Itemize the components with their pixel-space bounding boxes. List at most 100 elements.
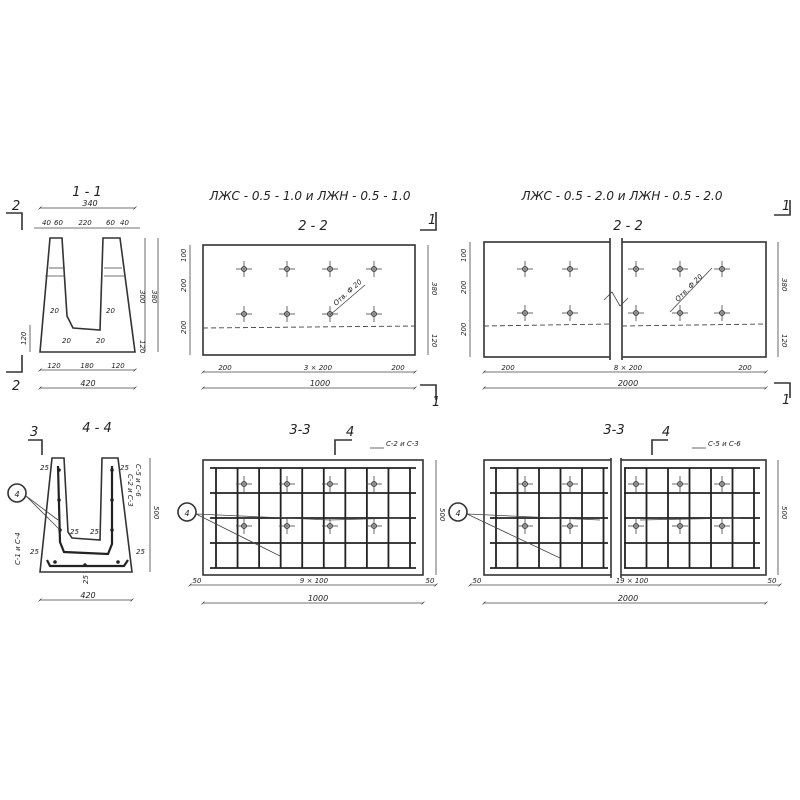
hole-mark <box>366 518 382 534</box>
hole-mark <box>714 476 730 492</box>
hole-mark <box>322 476 338 492</box>
section-4-4-callout <box>7 483 27 503</box>
elev-2-dim-b200b: 200 <box>738 364 752 372</box>
dim-b120a: 120 <box>47 362 61 370</box>
reinf-2-dim-2000: 2000 <box>618 594 638 603</box>
hole-mark <box>236 306 252 322</box>
dim-60a: 60 <box>54 219 63 227</box>
cut-marker-top-label: 2 <box>12 199 20 214</box>
hole-mark <box>366 306 382 322</box>
dim-220: 220 <box>78 219 92 227</box>
hole-mark <box>279 476 295 492</box>
elev-2-dim-200a: 200 <box>460 280 468 294</box>
hole-mark <box>322 261 338 277</box>
hole-mark <box>279 306 295 322</box>
reinf-1-callout-label: 4 <box>184 509 189 518</box>
section-4-4-dim-420: 420 <box>80 591 95 600</box>
elev-1-dim-380: 380 <box>430 282 438 296</box>
section-4-4-outline <box>39 457 133 573</box>
hole-mark <box>562 518 578 534</box>
cut-marker-top <box>6 212 23 230</box>
section-4-4-dim-25c: 25 <box>70 528 79 536</box>
elev-1-dim-1000: 1000 <box>310 379 330 388</box>
hole-mark <box>322 306 338 322</box>
elev-2-outline <box>483 241 767 358</box>
hole-mark <box>517 476 533 492</box>
hole-mark <box>562 261 578 277</box>
reinf-2-dim-50b: 50 <box>768 577 777 585</box>
elev-2-label: 2 - 2 <box>613 219 643 234</box>
section-4-4-right-vertical-2: С-5 и С-6 <box>134 464 142 497</box>
elev-2-cut-bottom <box>774 382 791 398</box>
dim-300: 300 <box>138 290 146 304</box>
reinforcement-3-3-right: 3-3 4 С-5 и С-6 4 500 50 19 × 100 50 200… <box>448 423 788 605</box>
reinf-2-dim-500: 500 <box>780 506 788 520</box>
elev-1-cut-bottom-label: 1 <box>432 395 440 410</box>
elev-1-dim-120: 120 <box>430 334 438 348</box>
reinf-1-dim-50a: 50 <box>193 577 202 585</box>
hole-mark <box>236 476 252 492</box>
section-4-4-callout-label: 4 <box>14 490 19 499</box>
hole-mark <box>714 305 730 321</box>
elevation-2-2-left: 2 - 2 1 1 Отв. Ф 20 100 200 200 380 120 … <box>180 212 440 410</box>
elev-2-dim-2000: 2000 <box>618 379 638 388</box>
reinf-1-label: 3-3 <box>289 423 310 438</box>
elev-2-dim-380: 380 <box>780 278 788 292</box>
elev-1-cut-top <box>420 212 437 231</box>
reinforcement-3-3-left: 3-3 4 С-2 и С-3 4 500 50 9 × 100 50 1000 <box>177 423 446 605</box>
elev-1-label: 2 - 2 <box>298 219 328 234</box>
dim-120r: 120 <box>138 340 146 354</box>
dim-b180: 180 <box>80 362 94 370</box>
hole-mark <box>672 518 688 534</box>
reinf-2-label: 3-3 <box>603 423 624 438</box>
elev-1-dim-b200b: 200 <box>391 364 405 372</box>
elev-2-hole-note: Отв. Ф 20 <box>674 272 705 303</box>
reinf-1-mesh-note: С-2 и С-3 <box>386 440 419 448</box>
elev-2-dim-b8x200: 8 × 200 <box>614 364 643 372</box>
elev-1-dim-b200a: 200 <box>218 364 232 372</box>
hole-mark <box>672 261 688 277</box>
hole-mark <box>236 518 252 534</box>
section-1-1: 1 - 1 2 2 340 40 60 220 60 40 380 300 12… <box>6 185 159 394</box>
dim-120l: 120 <box>20 331 28 345</box>
reinf-1-mesh <box>210 467 416 569</box>
section-4-4-dim-25d: 25 <box>90 528 99 536</box>
section-4-4-rebar-bottom <box>46 559 129 568</box>
hole-mark <box>279 518 295 534</box>
reinf-2-mesh <box>490 467 760 569</box>
elev-1-dim-100: 100 <box>180 248 188 262</box>
hole-mark <box>672 476 688 492</box>
dim-20a: 20 <box>50 307 59 315</box>
elev-2-dim-120: 120 <box>780 334 788 348</box>
dim-20b: 20 <box>62 337 71 345</box>
reinf-1-dim-1000: 1000 <box>308 594 328 603</box>
reinf-2-dim-19x100: 19 × 100 <box>616 577 649 585</box>
dim-40a: 40 <box>42 219 51 227</box>
section-4-4-dim-25f: 25 <box>136 548 145 556</box>
section-4-4-cut-top-label: 3 <box>30 425 38 440</box>
section-4-4-dim-25a: 25 <box>40 464 49 472</box>
reinf-2-cut <box>651 439 668 455</box>
reinf-1-dim-50b: 50 <box>426 577 435 585</box>
hole-mark <box>517 261 533 277</box>
hole-mark <box>714 518 730 534</box>
section-4-4: 4 - 4 3 4 С-1 и С-4 С-2 и С-3 С-5 и С-6 … <box>7 421 160 602</box>
section-4-4-label: 4 - 4 <box>82 421 112 436</box>
reinf-2-cut-label: 4 <box>662 425 670 440</box>
elev-2-holes <box>517 261 730 321</box>
section-4-4-cut-top <box>28 439 43 455</box>
hole-mark <box>628 476 644 492</box>
elev-1-hole-note: Отв. Ф 20 <box>332 278 364 308</box>
dim-420: 420 <box>80 379 95 388</box>
reinf-2-callout-label: 4 <box>455 509 460 518</box>
elev-1-dim-200a: 200 <box>180 278 188 292</box>
hole-mark <box>366 476 382 492</box>
hole-mark <box>517 305 533 321</box>
reinf-2-outline <box>483 459 767 576</box>
hole-mark <box>236 261 252 277</box>
dim-340: 340 <box>82 199 97 208</box>
hole-mark <box>714 261 730 277</box>
hole-mark <box>562 305 578 321</box>
reinf-2-dim-50a: 50 <box>473 577 482 585</box>
